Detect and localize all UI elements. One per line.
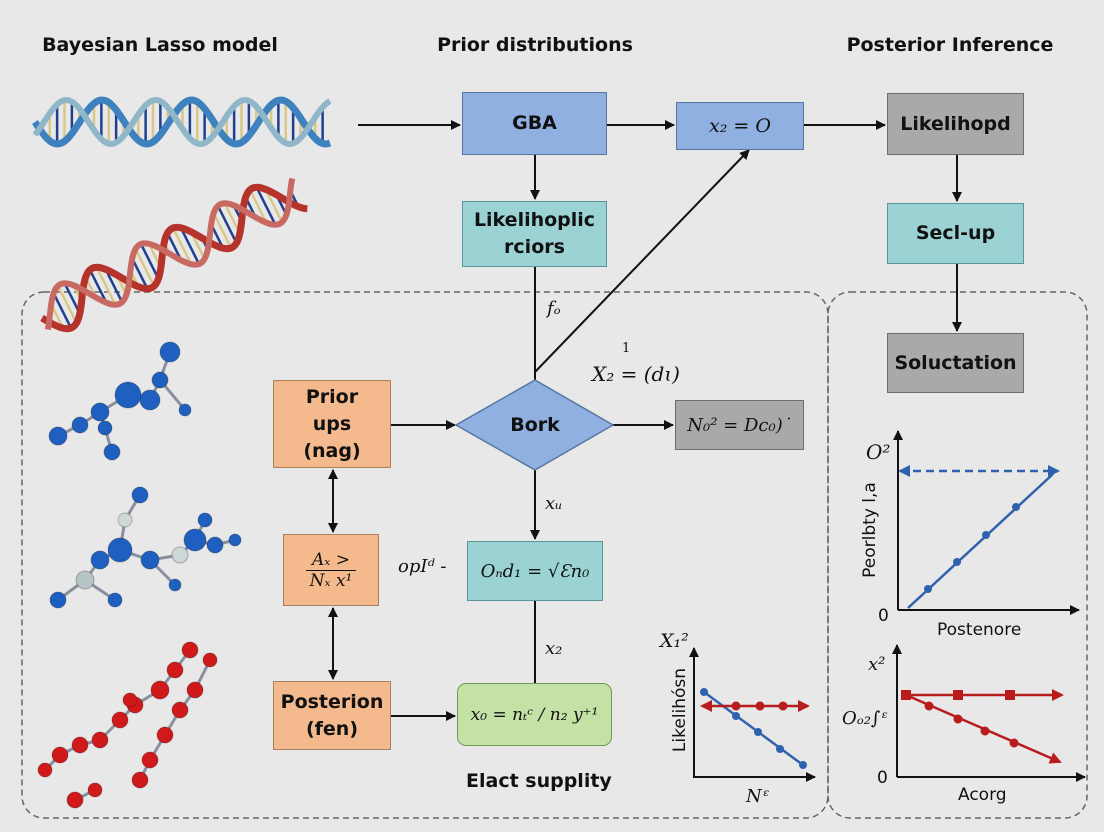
- bork-label: Bork: [510, 414, 560, 436]
- posterion-box: Posterion (fen): [273, 681, 391, 750]
- bottom-right-chart-flat-point: [901, 690, 911, 700]
- edge-label-sup: 1: [622, 341, 631, 356]
- likelihoplic-box: Likelihoplic rciors: [462, 201, 607, 267]
- n0-equation-box: N₀² = Dc₀)˙: [675, 400, 804, 450]
- small-chart-y-top: X₁²: [660, 630, 689, 652]
- arrow-bork-to-x2: [534, 149, 750, 373]
- top-right-chart-point: [982, 531, 990, 539]
- gba-box: GBA: [462, 92, 607, 155]
- bottom-right-chart-flat-point: [1005, 690, 1015, 700]
- soluctation-box: Soluctation: [887, 333, 1024, 393]
- small-chart-blue-line: [703, 690, 804, 767]
- x0-equation-box: x₀ = nₜᶜ / n₂ y⁺¹: [457, 683, 612, 746]
- title-posterior-inference: Posterior Inference: [846, 34, 1054, 56]
- edge-label-x2-d: X₂ = (dɩ): [592, 362, 680, 386]
- top-right-chart-y-top: O²: [866, 440, 891, 464]
- bottom-right-chart-decreasing-point: [980, 726, 990, 736]
- small-chart-blue-point: [732, 712, 740, 720]
- caption: Elact supplity: [466, 770, 612, 792]
- top-right-chart-point: [1012, 503, 1020, 511]
- edge-label-x2: x₂: [545, 638, 563, 659]
- top-right-chart-point: [953, 558, 961, 566]
- fraction-denominator: Nₓ x¹: [309, 570, 353, 591]
- bork-decision-diamond: [454, 379, 615, 471]
- likelihood-box: Likelihopd: [887, 93, 1024, 155]
- title-prior-distributions: Prior distributions: [437, 34, 633, 56]
- x2-equation-box: x₂ = O: [676, 102, 804, 150]
- molecule-blue-2-icon: [49, 486, 242, 609]
- bottom-right-chart-y-label: Oₒ₂∫ᵋ: [842, 708, 888, 729]
- bottom-right-chart-flat-point: [953, 690, 963, 700]
- right-dashed-region: [827, 291, 1088, 819]
- small-chart-blue-point: [799, 761, 807, 769]
- edge-label-xu: xᵤ: [545, 493, 563, 514]
- fraction-box: Aₓ > Nₓ x¹: [283, 534, 379, 606]
- top-right-chart-blue-line: [907, 473, 1054, 609]
- top-right-chart-origin: 0: [878, 606, 889, 626]
- bottom-right-chart-decreasing-point: [953, 714, 963, 724]
- small-chart-red-point: [731, 701, 741, 711]
- small-chart-red-point: [755, 701, 765, 711]
- small-chart-red-point: [778, 701, 788, 711]
- edge-label-fo: fₒ: [547, 298, 561, 319]
- title-bayesian-lasso: Bayesian Lasso model: [42, 34, 278, 56]
- molecule-blue-1-icon: [48, 341, 192, 461]
- prior-ups-box: Prior ups (nag): [273, 380, 391, 468]
- small-chart-x-label: Nᵋ: [746, 786, 770, 807]
- fraction-numerator: Aₓ >: [306, 550, 356, 571]
- bottom-right-chart-origin: 0: [877, 768, 888, 788]
- ond-equation-box: Oₙd₁ = √Ɛn₀: [467, 541, 603, 601]
- dna-helix-blue-icon: [32, 96, 332, 148]
- bottom-right-chart-decreasing-point: [924, 701, 934, 711]
- dna-helix-red-icon: [40, 177, 308, 333]
- small-chart-blue-point: [754, 728, 762, 736]
- top-right-chart-point: [924, 585, 932, 593]
- bottom-right-chart-x-label: Acorg: [958, 785, 1007, 805]
- bottom-right-chart-y-top: x²: [868, 654, 886, 675]
- top-right-chart-y-label: Peorlbty l,a: [860, 482, 880, 578]
- small-chart-blue-point: [776, 745, 784, 753]
- top-right-chart-x-label: Postenore: [937, 620, 1022, 640]
- edge-label-opl: opIᵈ -: [398, 556, 447, 577]
- molecule-red-icon: [37, 641, 218, 809]
- small-chart-axes: [693, 648, 815, 778]
- small-chart-blue-point: [700, 688, 708, 696]
- secl-up-box: Secl-up: [887, 203, 1024, 264]
- left-dashed-region: [21, 291, 829, 819]
- small-chart-y-label: Likelihósn: [670, 667, 691, 753]
- bottom-right-chart-decreasing-point: [1009, 738, 1019, 748]
